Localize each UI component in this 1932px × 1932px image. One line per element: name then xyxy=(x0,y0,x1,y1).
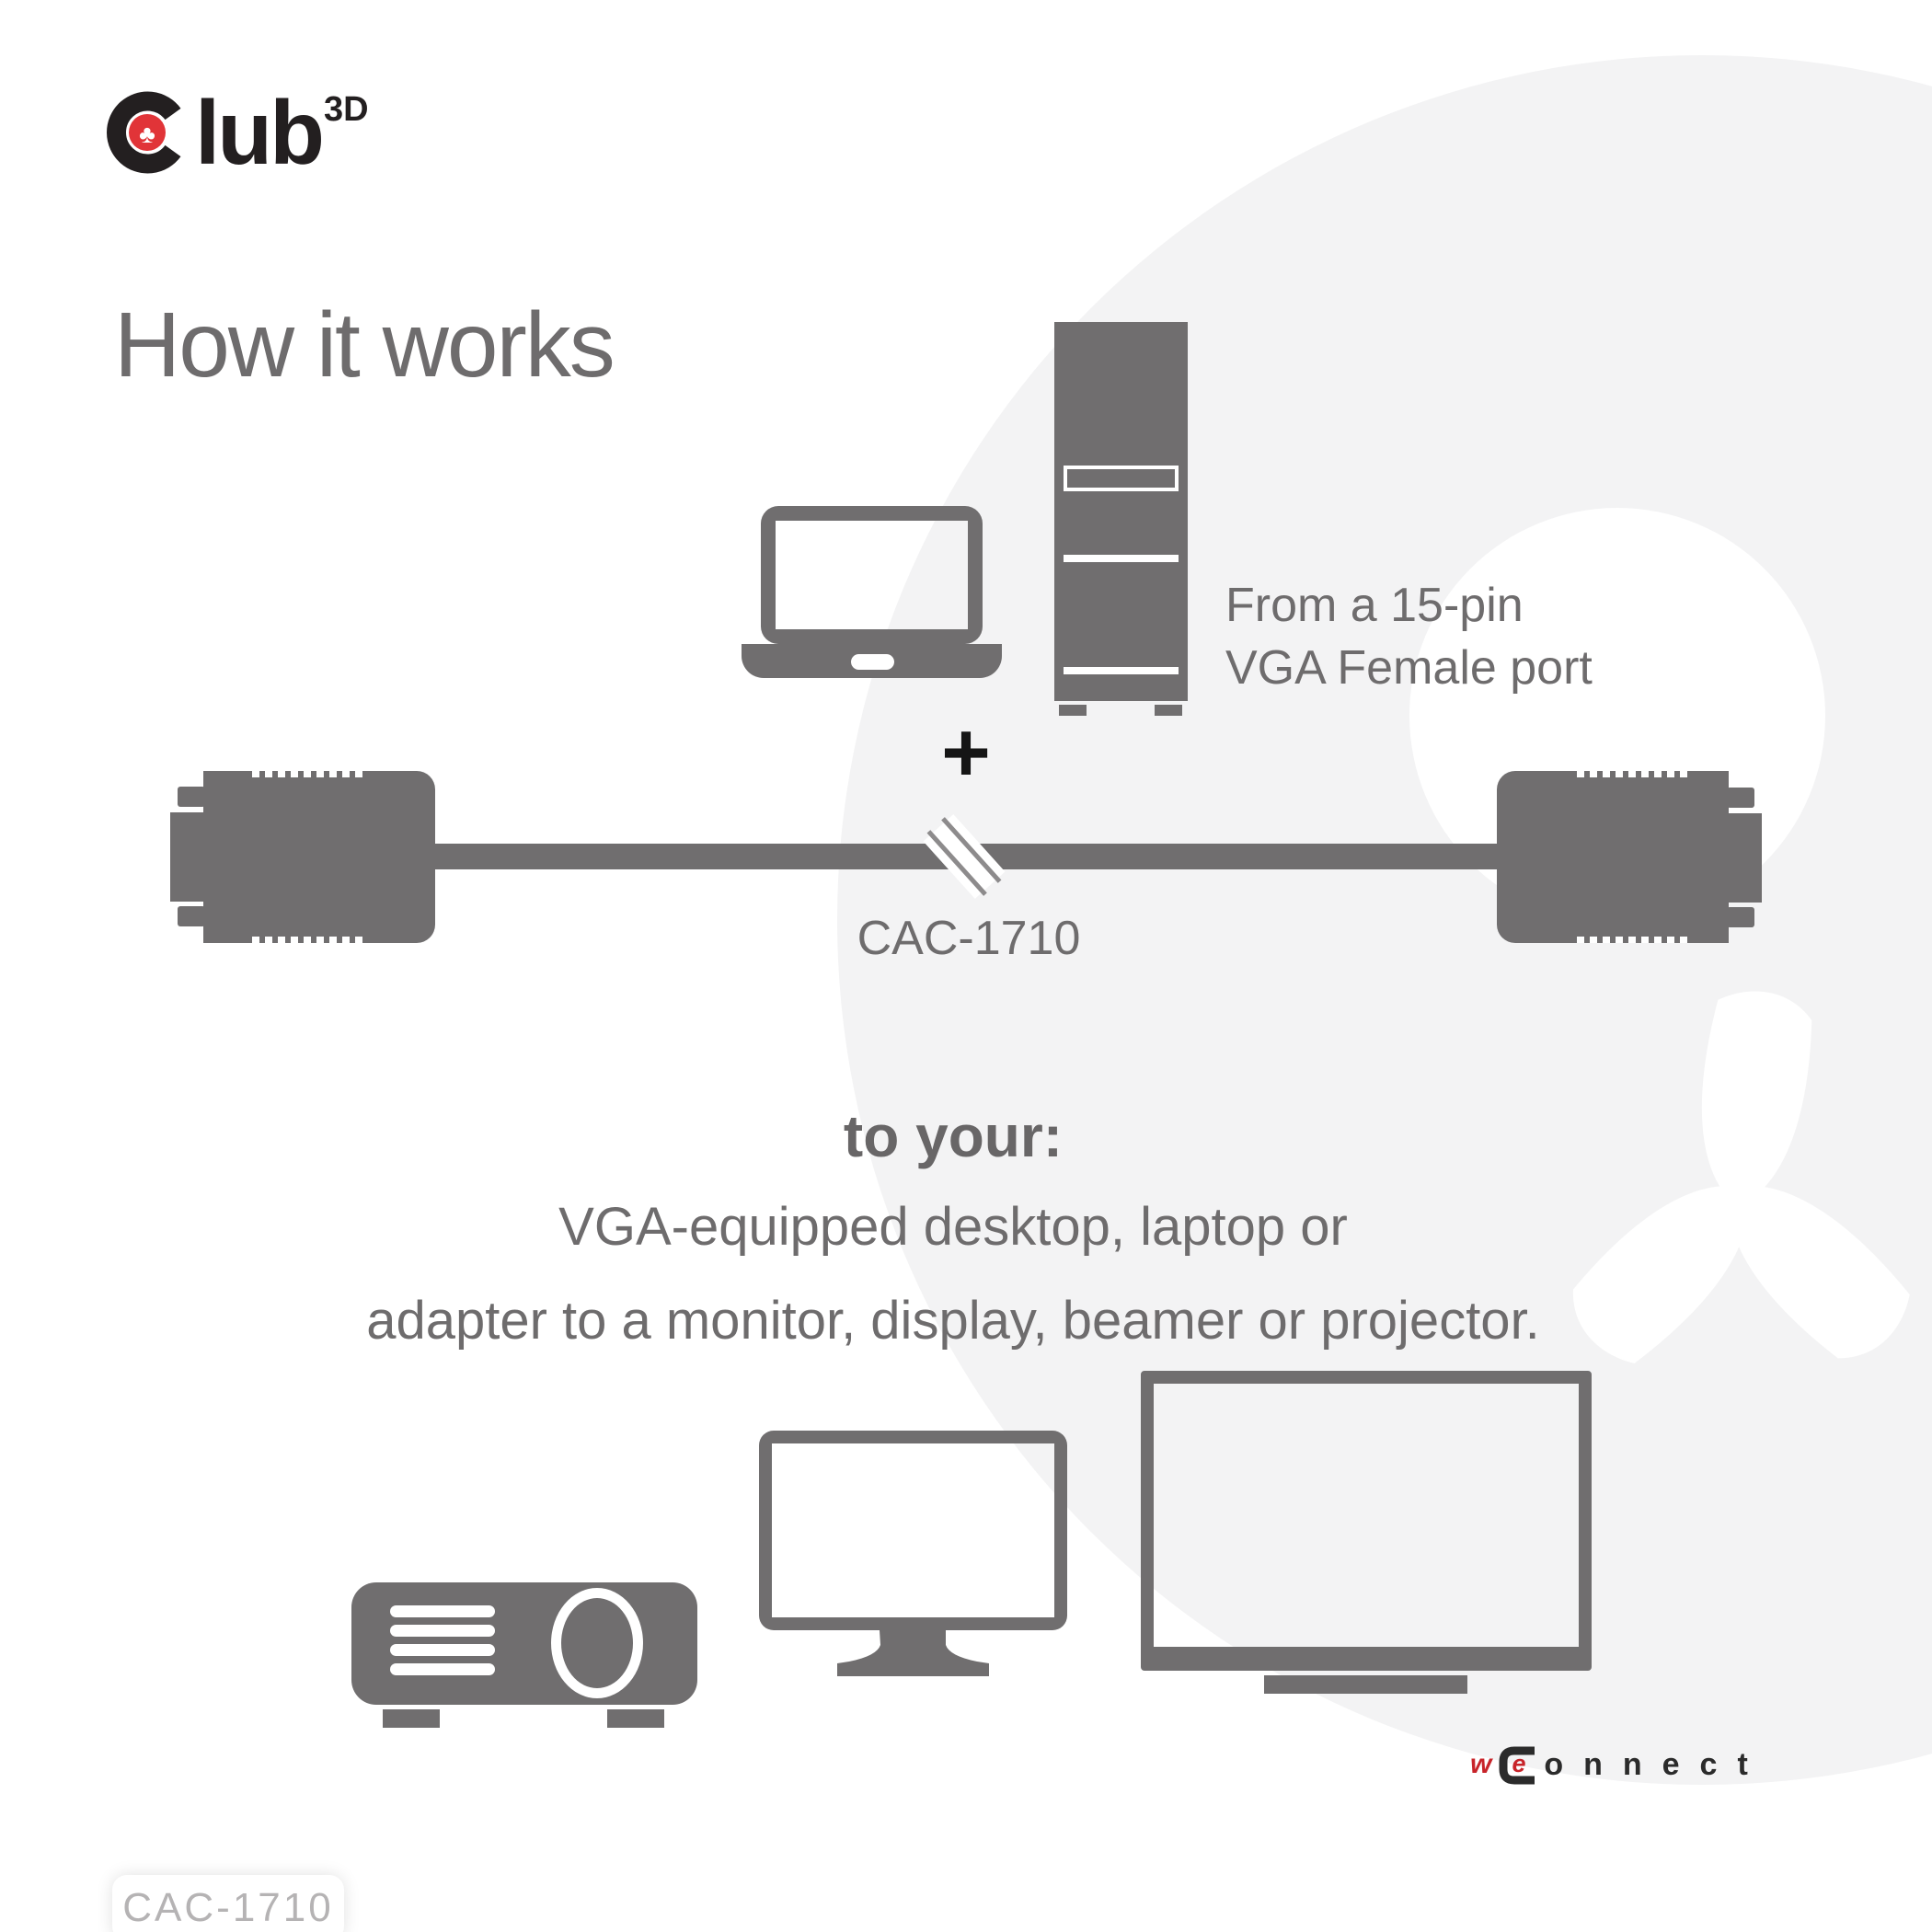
club-suit-icon: ♣ xyxy=(139,121,155,148)
vga-cable-icon xyxy=(170,771,1762,943)
cable-break-icon xyxy=(923,814,1006,899)
plus-sign: + xyxy=(941,706,991,799)
weconnect-e: e xyxy=(1512,1750,1526,1777)
club3d-logo: ♣ lub 3D xyxy=(103,82,369,183)
destination-line1: VGA-equipped desktop, laptop or xyxy=(558,1197,1348,1257)
laptop-icon xyxy=(742,506,1002,678)
desktop-tower-icon xyxy=(1054,322,1188,716)
source-port-label: From a 15-pin VGA Female port xyxy=(1225,574,1593,699)
weconnect-logo: w e onnect xyxy=(1470,1741,1768,1788)
vga-connector-right xyxy=(1497,771,1762,943)
club3d-logo-letters: lub xyxy=(195,82,325,183)
weconnect-logo-icon: e xyxy=(1499,1746,1535,1785)
product-code-text: CAC-1710 xyxy=(122,1885,334,1930)
destination-heading: to your: xyxy=(843,1103,1064,1169)
weconnect-rest: onnect xyxy=(1544,1746,1768,1782)
source-port-label-line1: From a 15-pin xyxy=(1225,579,1524,632)
club3d-logo-3d-superscript: 3D xyxy=(323,90,369,129)
tv-icon xyxy=(1141,1371,1592,1694)
vga-connector-left xyxy=(170,771,435,943)
cable-product-label: CAC-1710 xyxy=(857,912,1081,965)
page-title: How it works xyxy=(114,293,615,397)
product-code-badge: CAC-1710 xyxy=(112,1875,344,1932)
destination-line2: adapter to a monitor, display, beamer or… xyxy=(366,1291,1540,1351)
source-port-label-line2: VGA Female port xyxy=(1225,641,1593,695)
club3d-logo-icon: ♣ xyxy=(107,91,181,174)
monitor-icon xyxy=(759,1431,1067,1676)
projector-icon xyxy=(351,1582,697,1728)
weconnect-w: w xyxy=(1470,1749,1492,1779)
